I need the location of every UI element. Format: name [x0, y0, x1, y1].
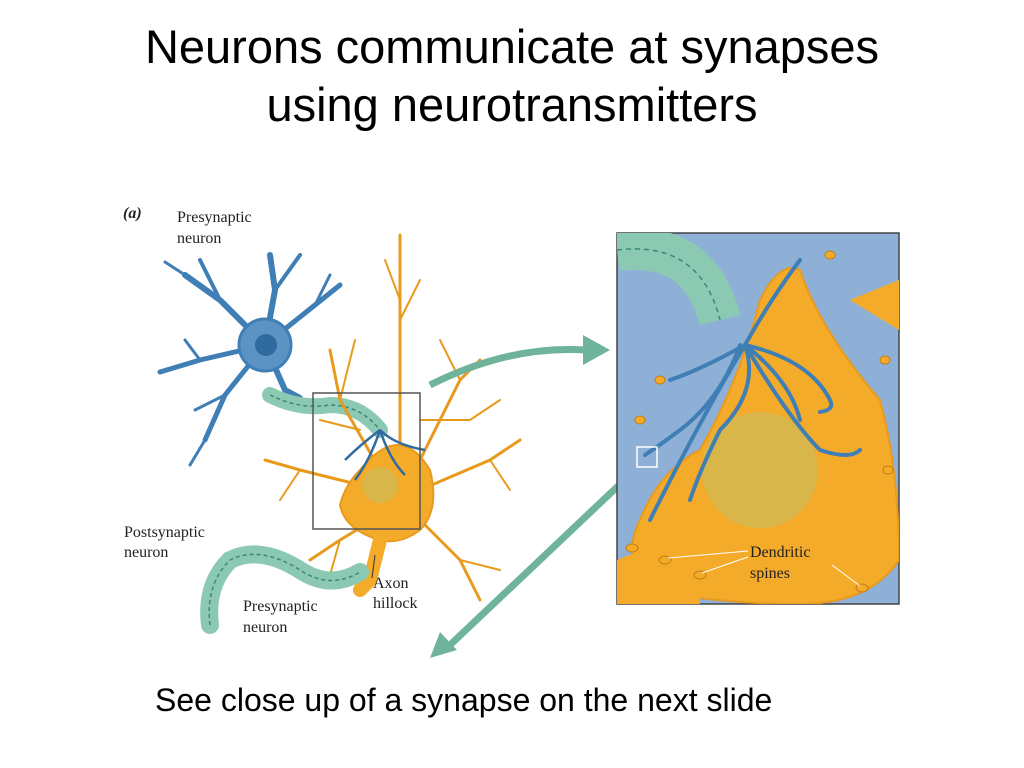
postsynaptic-neuron — [263, 233, 522, 602]
slide-caption: See close up of a synapse on the next sl… — [155, 682, 773, 718]
zoom-arrow-upper — [428, 335, 610, 389]
postsynaptic-label: Postsynaptic neuron — [124, 524, 209, 561]
title-line-1: Neurons communicate at synapses — [144, 20, 880, 73]
myelinated-axon-upper — [262, 387, 388, 438]
zoom-detail-box — [636, 446, 658, 468]
zoom-axon-terminals — [643, 258, 862, 522]
dendritic-spines-label: Dendritic spines — [750, 544, 814, 582]
zoom-arrow-lower — [430, 467, 638, 658]
zoom-box — [312, 392, 421, 530]
presynaptic-nucleus — [255, 334, 277, 356]
myelinated-axon-lower — [200, 545, 369, 634]
presynaptic-lower-label: Presynaptic neuron — [243, 598, 322, 636]
postsynaptic-nucleus — [362, 467, 398, 503]
panel-label: (a) — [123, 205, 142, 222]
axon-hillock-label: Axon hillock — [373, 575, 417, 612]
left-panel: (a) — [123, 205, 522, 636]
slide-title: Neurons communicate at synapses using ne… — [0, 18, 1024, 134]
axon-hillock — [353, 533, 387, 597]
dendritic-spines-leaders — [667, 550, 861, 587]
title-line-2: using neurotransmitters — [266, 78, 758, 131]
presynaptic-label: Presynaptic neuron — [177, 209, 256, 247]
axon-hillock-leader — [371, 554, 376, 579]
zoom-nucleus — [702, 412, 818, 528]
dendritic-spines — [625, 250, 894, 593]
zoom-panel: Dendritic spines — [616, 232, 900, 605]
